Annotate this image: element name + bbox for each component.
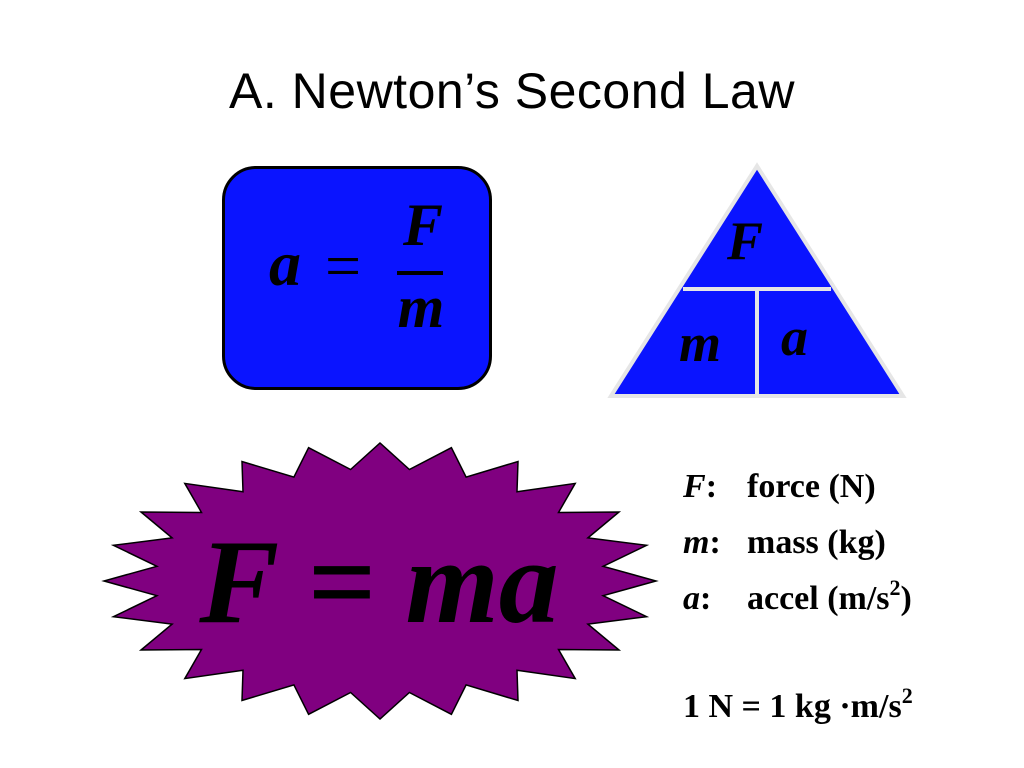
burst-shape — [101, 441, 659, 721]
definition-symbol: m — [683, 524, 710, 561]
triangle-shape — [607, 162, 907, 398]
definition-force: F: force (N) — [683, 468, 912, 524]
definition-mass: m: mass (kg) — [683, 524, 912, 580]
burst-text: F = ma — [199, 515, 559, 648]
definition-text: mass (kg) — [747, 524, 886, 561]
definition-symbol: F — [683, 468, 706, 505]
formula-lhs: a — [269, 228, 301, 299]
definition-superscript: 2 — [889, 575, 901, 600]
triangle-top-label: F — [727, 211, 764, 271]
unit-equation-text: 1 N = 1 kg ·m/s — [683, 688, 902, 725]
definition-colon: : — [700, 580, 712, 617]
definition-colon: : — [709, 524, 721, 561]
formula-numerator: F — [402, 192, 444, 258]
definition-text: accel (m/s — [747, 580, 890, 617]
definition-acceleration: a: accel (m/s2) — [683, 577, 912, 636]
triangle-bottom-right-label: a — [781, 307, 808, 367]
definitions-list: F: force (N) m: mass (kg) a: accel (m/s2) — [683, 468, 912, 636]
definition-colon: : — [705, 468, 718, 505]
triangle-bottom-left-label: m — [679, 313, 722, 373]
formula-denominator: m — [397, 274, 445, 340]
formula-equals: = — [325, 230, 362, 301]
unit-equation-superscript: 2 — [901, 683, 913, 708]
definition-suffix: ) — [900, 580, 912, 617]
fraction-bar — [397, 271, 443, 275]
formula-triangle: F m a — [607, 160, 907, 405]
newton-unit-equation: 1 N = 1 kg ·m/s2 — [683, 685, 913, 726]
formula-box: a = F m — [222, 166, 492, 390]
definition-symbol: a — [683, 580, 700, 617]
definition-text: force (N) — [747, 468, 876, 505]
slide-title: A. Newton’s Second Law — [229, 63, 795, 119]
